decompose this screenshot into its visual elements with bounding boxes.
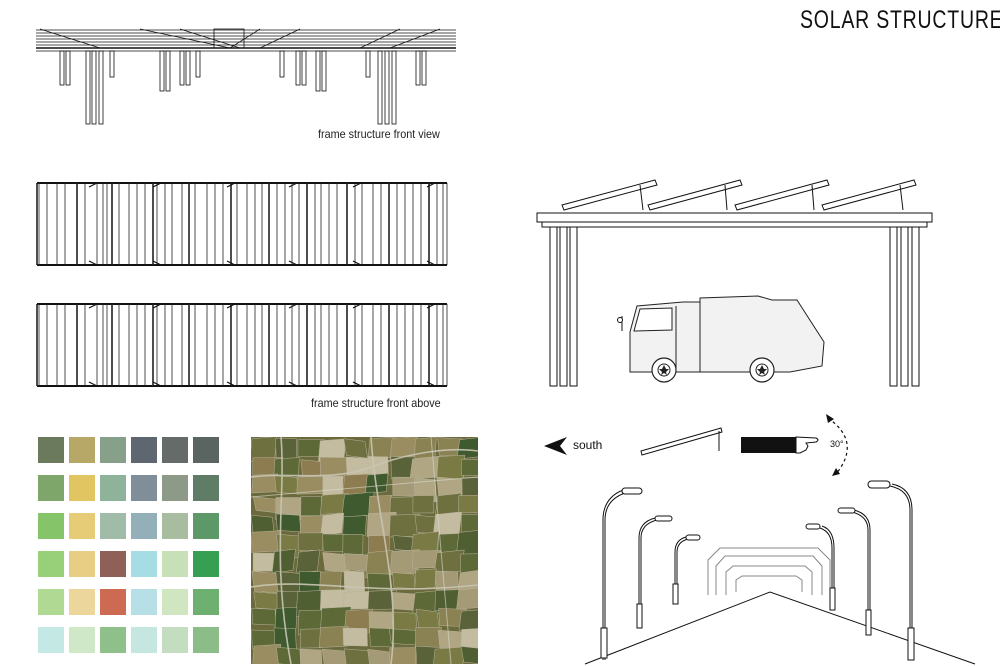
color-swatch — [131, 589, 157, 615]
color-swatch — [38, 627, 64, 653]
front-above-plank-2 — [36, 303, 448, 387]
front-above-plank-1 — [36, 182, 448, 266]
color-swatch — [100, 513, 126, 539]
color-swatch — [193, 627, 219, 653]
color-swatch — [100, 551, 126, 577]
color-swatch — [38, 437, 64, 463]
color-swatch — [162, 551, 188, 577]
color-swatch — [193, 437, 219, 463]
south-label: south — [573, 438, 603, 452]
color-swatch — [69, 475, 95, 501]
color-swatch — [100, 627, 126, 653]
aerial-map — [251, 437, 478, 664]
color-palette — [38, 437, 224, 653]
color-swatch — [162, 475, 188, 501]
page-title: SOLAR STRUCTURE — [800, 6, 1000, 34]
color-swatch — [38, 513, 64, 539]
color-swatch — [193, 551, 219, 577]
color-swatch — [100, 475, 126, 501]
color-swatch — [69, 513, 95, 539]
color-swatch — [100, 437, 126, 463]
color-swatch — [38, 589, 64, 615]
color-swatch — [69, 551, 95, 577]
color-swatch — [38, 551, 64, 577]
color-swatch — [193, 475, 219, 501]
solar-panels — [561, 179, 917, 211]
front-view-caption: frame structure front view — [318, 127, 440, 141]
color-swatch — [162, 627, 188, 653]
street-lights — [600, 480, 915, 661]
south-arrow-icon — [544, 437, 567, 455]
color-swatch — [193, 513, 219, 539]
color-swatch — [131, 551, 157, 577]
tilt-angle-label: 30° — [830, 439, 844, 449]
color-swatch — [100, 589, 126, 615]
color-swatch — [38, 475, 64, 501]
color-swatch — [131, 513, 157, 539]
color-swatch — [131, 627, 157, 653]
truck-icon — [617, 295, 825, 383]
color-swatch — [162, 513, 188, 539]
color-swatch — [69, 437, 95, 463]
color-swatch — [162, 589, 188, 615]
color-swatch — [131, 475, 157, 501]
pointing-hand-icon — [741, 436, 819, 454]
color-swatch — [131, 437, 157, 463]
color-swatch — [193, 589, 219, 615]
front-above-caption: frame structure front above — [311, 396, 441, 410]
color-swatch — [162, 437, 188, 463]
color-swatch — [69, 627, 95, 653]
color-swatch — [69, 589, 95, 615]
